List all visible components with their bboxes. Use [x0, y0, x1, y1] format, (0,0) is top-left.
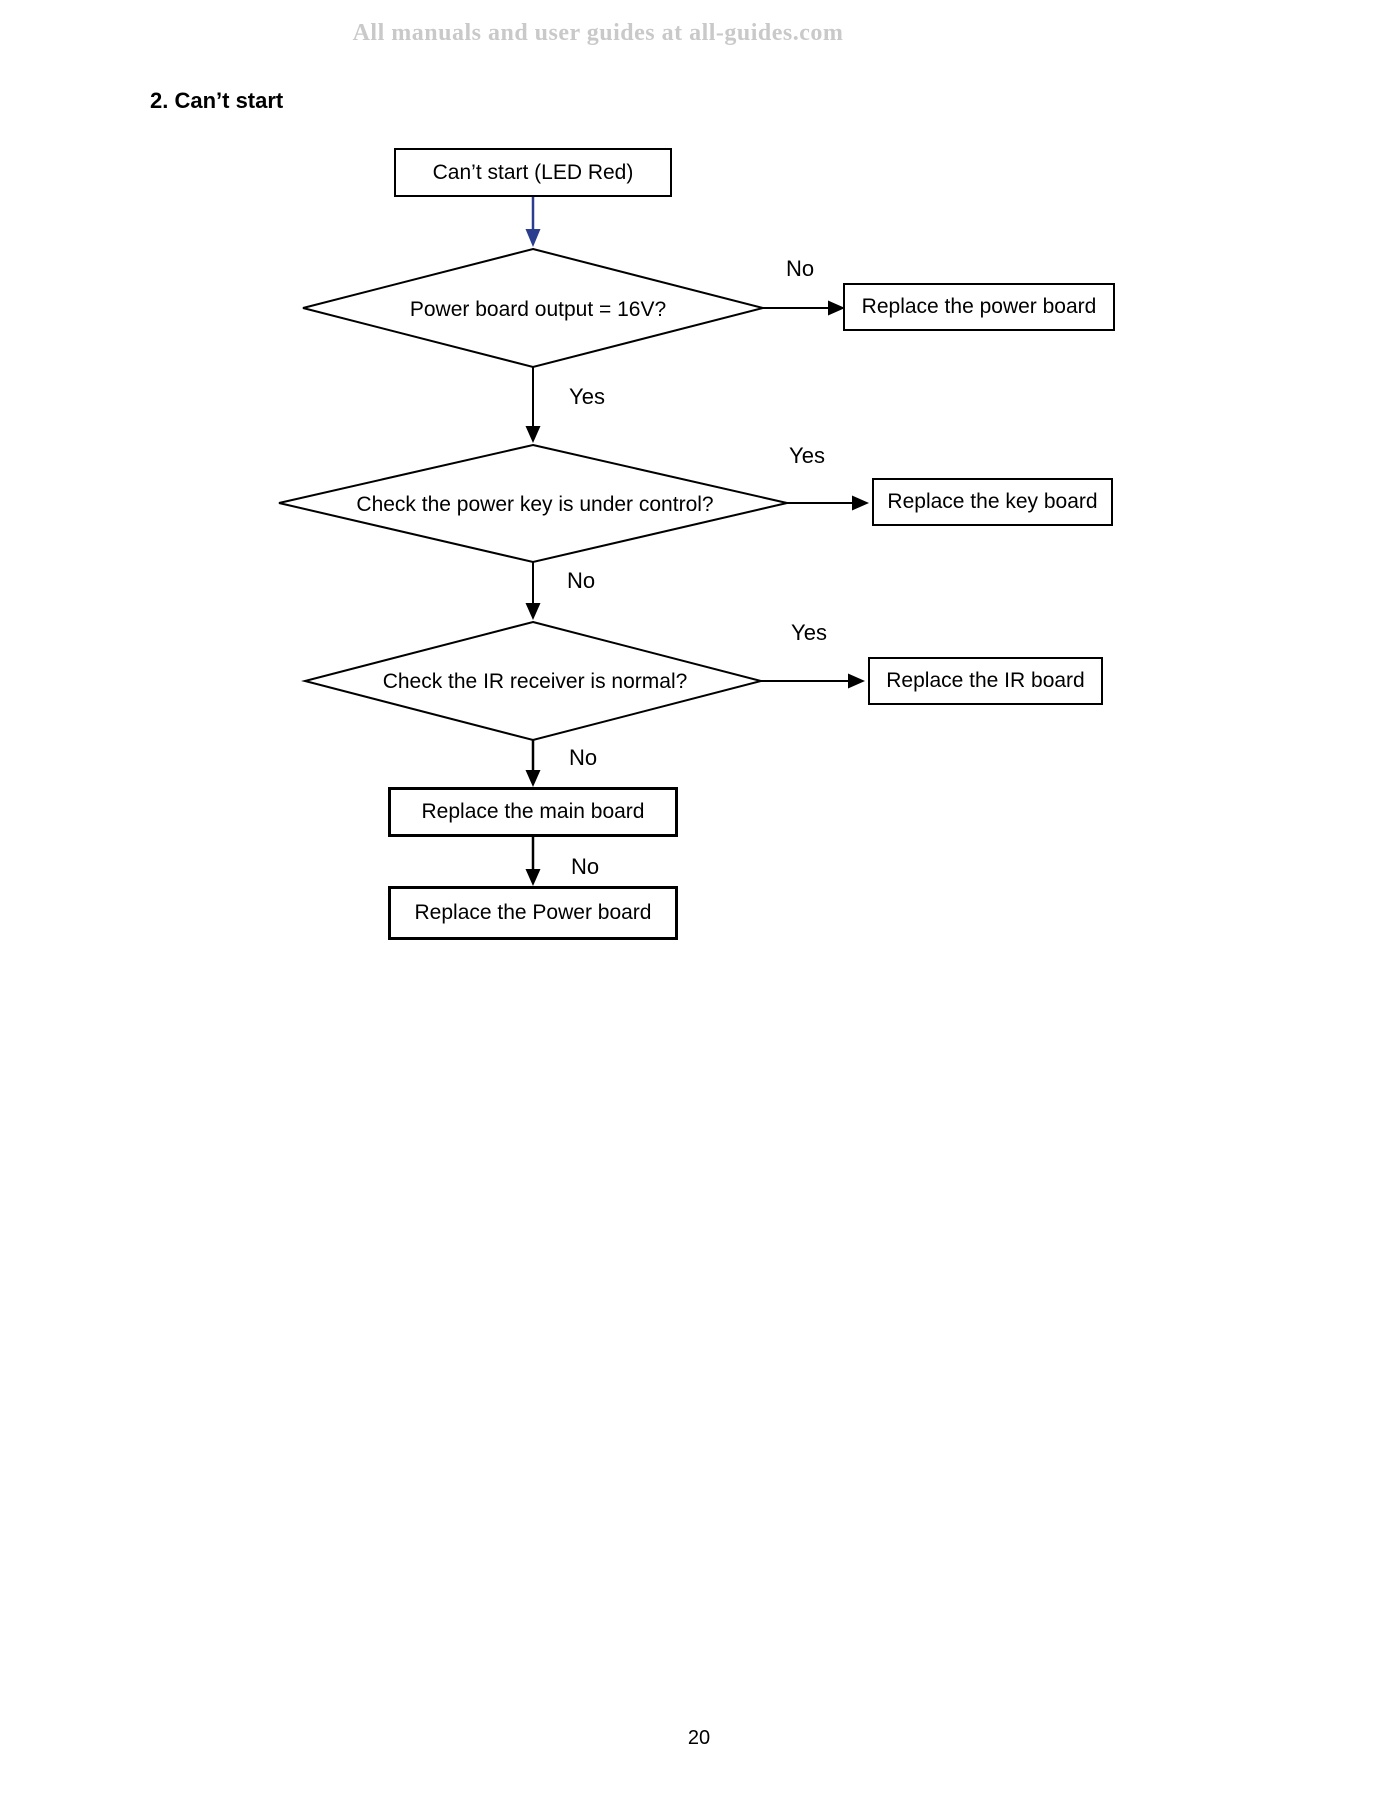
- page-number: 20: [687, 1727, 711, 1749]
- action-replace-ir-board: Replace the IR board: [868, 657, 1103, 705]
- label-no-4: No: [570, 854, 600, 879]
- decision-2-question: Check the power key is under control?: [356, 493, 714, 516]
- action-replace-key-board: Replace the key board: [872, 478, 1113, 526]
- connector-no-2-arrowhead: [525, 603, 541, 620]
- label-yes-3: Yes: [791, 620, 827, 645]
- connector-yes-2-arrowhead: [852, 495, 869, 511]
- start-connector-arrowhead: [525, 229, 541, 247]
- decision-3-question: Check the IR receiver is normal?: [382, 670, 688, 693]
- connector-yes-1-arrowhead: [525, 426, 541, 443]
- label-no-2: No: [566, 568, 596, 593]
- label-yes-2: Yes: [789, 443, 825, 468]
- label-no-3: No: [568, 745, 598, 770]
- label-no-1: No: [785, 256, 815, 281]
- action-replace-power-board-final: Replace the Power board: [388, 886, 678, 940]
- label-yes-1: Yes: [569, 384, 605, 409]
- start-node: Can’t start (LED Red): [394, 148, 672, 197]
- connector-no-3-arrowhead: [525, 770, 541, 787]
- connector-no-1-arrowhead: [828, 300, 845, 316]
- action-replace-main-board: Replace the main board: [388, 787, 678, 837]
- decision-1-question: Power board output = 16V?: [409, 298, 667, 321]
- connector-yes-3-arrowhead: [848, 673, 865, 689]
- section-title: 2. Can’t start: [150, 88, 284, 113]
- connector-no-4-arrowhead: [525, 869, 541, 886]
- action-replace-power-board: Replace the power board: [843, 283, 1115, 331]
- watermark-text: All manuals and user guides at all-guide…: [352, 20, 844, 46]
